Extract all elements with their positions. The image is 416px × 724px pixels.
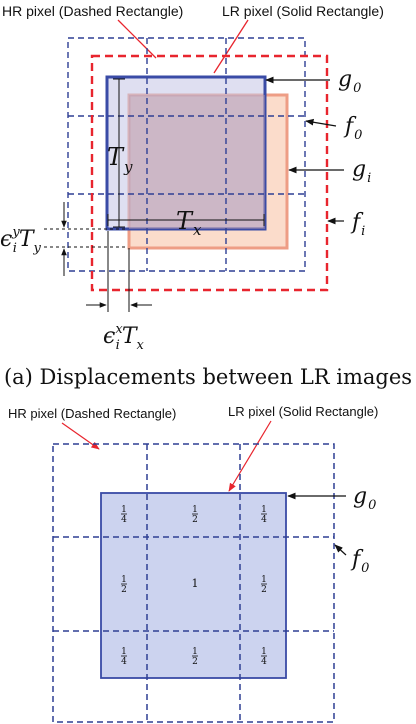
weight-denominator: 2 xyxy=(121,585,127,595)
lr-label-pointer xyxy=(213,19,249,74)
weight-denominator: 2 xyxy=(192,657,198,667)
weight-numerator: 1 xyxy=(121,575,127,585)
weight-cell: 14 xyxy=(261,505,267,525)
weight-cell: 12 xyxy=(192,647,198,667)
ty-label: Ty xyxy=(107,143,133,176)
g0-label-b: g0 xyxy=(353,484,376,513)
figure-a: HR pixel (Dashed Rectangle) LR pixel (So… xyxy=(0,3,384,353)
weight-numerator: 1 xyxy=(192,647,198,657)
weight-cell: 14 xyxy=(121,647,127,667)
weight-denominator: 2 xyxy=(192,515,198,525)
f0-pointer-a xyxy=(305,118,337,127)
weight-cell: 1 xyxy=(192,577,199,590)
reference-lr-pixel-g0 xyxy=(105,75,267,231)
weight-value: 1 xyxy=(192,577,199,590)
fi-label: fi xyxy=(350,210,365,239)
lr-pixel-b xyxy=(100,492,287,679)
g0-label-a: g0 xyxy=(338,67,361,96)
lr-pixel-label-b: LR pixel (Solid Rectangle) xyxy=(228,404,378,419)
lr-label-pointer-b xyxy=(228,420,272,492)
weight-numerator: 1 xyxy=(261,505,267,515)
weight-cell: 14 xyxy=(121,505,127,525)
overlap-region xyxy=(129,95,265,229)
weight-numerator: 1 xyxy=(192,505,198,515)
weight-denominator: 4 xyxy=(261,515,267,525)
weight-numerator: 1 xyxy=(121,647,127,657)
weight-denominator: 4 xyxy=(121,657,127,667)
f0-pointer-b xyxy=(334,544,347,556)
weight-cell: 12 xyxy=(261,575,267,595)
hr-pixel-label: HR pixel (Dashed Rectangle) xyxy=(2,3,183,19)
figure-b: HR pixel (Dashed Rectangle) LR pixel (So… xyxy=(8,404,378,723)
shifted-hr-region-fi xyxy=(90,54,329,292)
weight-denominator: 4 xyxy=(121,515,127,525)
hr-label-pointer xyxy=(117,19,157,59)
lr-pixel-label: LR pixel (Solid Rectangle) xyxy=(222,3,384,19)
hr-label-pointer-b xyxy=(61,422,100,450)
weight-cell: 14 xyxy=(261,647,267,667)
f0-label-a: f0 xyxy=(343,114,362,143)
weight-numerator: 1 xyxy=(261,647,267,657)
tx-label: Tx xyxy=(176,207,202,239)
hr-dashed-grid xyxy=(67,37,306,272)
weight-denominator: 2 xyxy=(261,585,267,595)
gi-label: gi xyxy=(352,157,371,186)
hr-dashed-grid-b xyxy=(52,443,335,723)
hr-pixel-label-b: HR pixel (Dashed Rectangle) xyxy=(8,406,176,421)
weight-cell: 12 xyxy=(121,575,127,595)
weight-numerator: 1 xyxy=(261,575,267,585)
weight-cell: 12 xyxy=(192,505,198,525)
f0-label-b: f0 xyxy=(350,547,369,576)
caption-a: (a) Displacements between LR images xyxy=(3,365,413,389)
weight-denominator: 4 xyxy=(261,657,267,667)
weight-numerator: 1 xyxy=(121,505,127,515)
